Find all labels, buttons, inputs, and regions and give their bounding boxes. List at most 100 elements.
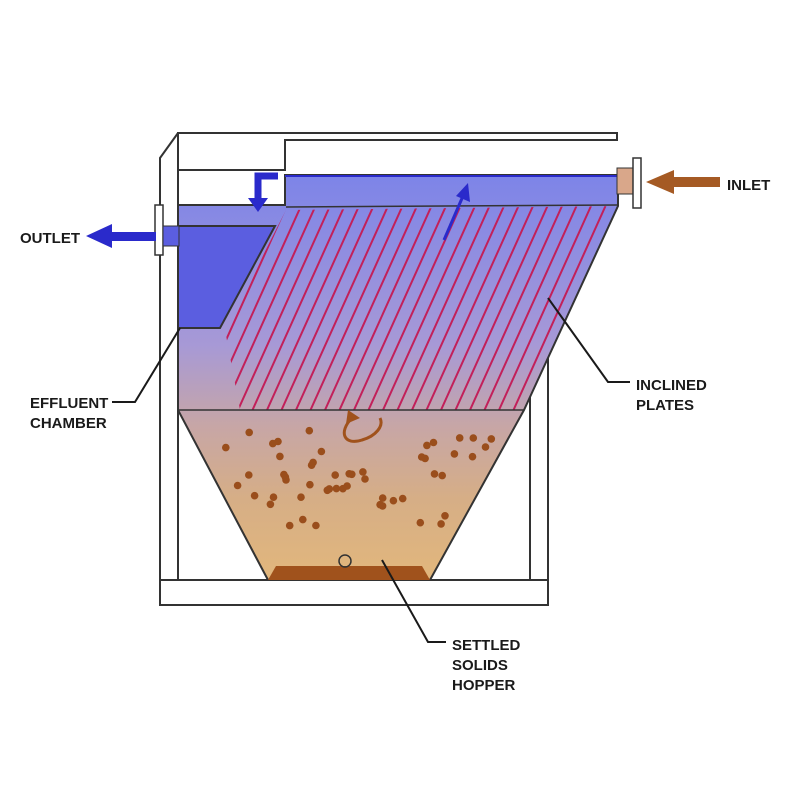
particle xyxy=(441,512,449,520)
inlet-label: INLET xyxy=(727,177,770,194)
particle xyxy=(323,486,332,495)
settling-particles xyxy=(222,426,496,530)
particle xyxy=(222,443,230,452)
inclined-plate xyxy=(425,206,520,410)
inclined-plate xyxy=(295,206,389,410)
inlet-pipe xyxy=(616,167,634,195)
tank-frame xyxy=(159,132,618,606)
effluent-chamber xyxy=(177,225,277,329)
drain-port xyxy=(338,554,352,568)
upflow-arrow-shaft xyxy=(442,195,465,241)
particle xyxy=(306,480,314,489)
plates-label-line2: PLATES xyxy=(636,397,694,414)
inlet-arrow-shaft xyxy=(672,177,720,187)
particle xyxy=(438,471,447,480)
particle xyxy=(332,484,341,493)
inlet-flange xyxy=(632,157,642,209)
inclined-plate xyxy=(353,206,447,410)
inclined-plate xyxy=(225,206,317,410)
inclined-plate xyxy=(483,206,578,410)
upflow-arrowhead xyxy=(456,183,470,202)
particle xyxy=(416,518,425,527)
hopper-label-line1: SETTLED xyxy=(452,637,521,654)
inclined-plate xyxy=(266,206,360,410)
particle xyxy=(455,434,464,442)
inclined-plate xyxy=(396,206,491,410)
inclined-plate xyxy=(225,206,302,410)
particle xyxy=(285,521,294,530)
inclined-plate xyxy=(411,206,505,410)
particle xyxy=(450,450,459,458)
inclined-plate xyxy=(338,206,433,410)
inclined-plate xyxy=(237,206,331,410)
particle xyxy=(417,453,426,461)
particle xyxy=(339,484,347,493)
particle xyxy=(245,428,253,437)
outlet-pipe xyxy=(162,225,180,247)
particle xyxy=(309,458,317,467)
particle xyxy=(398,494,407,503)
particle xyxy=(487,435,496,443)
particle xyxy=(331,471,340,479)
particle xyxy=(389,496,398,505)
particle xyxy=(345,470,354,478)
particle xyxy=(423,441,431,450)
leader-hopper xyxy=(381,559,446,643)
tank-top-housing xyxy=(177,132,618,171)
inclined-plate xyxy=(324,206,418,410)
particle xyxy=(269,439,277,448)
particle xyxy=(245,471,253,479)
base-frame xyxy=(159,579,549,606)
inclined-plate xyxy=(454,206,549,410)
particle xyxy=(266,500,275,509)
swirl-arrow xyxy=(342,416,383,443)
overflow-arrow xyxy=(254,172,278,200)
particle xyxy=(250,491,259,500)
inclined-plate xyxy=(225,206,288,410)
plates-top-edge xyxy=(285,204,619,208)
inclined-plate xyxy=(251,206,346,410)
particle xyxy=(430,470,439,478)
inclined-plate xyxy=(512,206,607,410)
particle xyxy=(276,452,284,461)
outlet-arrow-shaft xyxy=(110,232,156,241)
outlet-label: OUTLET xyxy=(20,230,80,247)
hopper-label-line3: HOPPER xyxy=(452,677,516,694)
particle xyxy=(469,434,478,442)
particle xyxy=(281,473,290,481)
particle xyxy=(297,493,305,502)
inlet-arrowhead xyxy=(646,170,674,194)
inclined-plate xyxy=(498,206,592,410)
particle xyxy=(317,447,326,456)
particle xyxy=(481,443,490,451)
overflow-arrowhead xyxy=(248,198,268,212)
swirl-arrowhead xyxy=(346,410,360,424)
outlet-flange xyxy=(154,204,164,256)
sludge-layer xyxy=(268,566,430,580)
particle xyxy=(437,520,445,528)
effluent-label-line2: CHAMBER xyxy=(30,415,107,432)
particle xyxy=(378,494,387,502)
inclined-plate xyxy=(309,206,404,410)
inclined-plate xyxy=(440,206,534,410)
hopper-label-line2: SOLIDS xyxy=(452,657,508,674)
particle xyxy=(361,475,369,483)
particle xyxy=(312,521,320,530)
outlet-arrowhead xyxy=(86,224,112,248)
particle xyxy=(269,493,278,502)
leader-effluent xyxy=(112,327,181,403)
tank-top-bevel xyxy=(159,132,179,605)
particle xyxy=(376,500,384,509)
effluent-label-line1: EFFLUENT xyxy=(30,395,108,412)
leader-plates xyxy=(547,297,630,383)
particle xyxy=(299,515,307,524)
particle xyxy=(468,452,477,461)
particle xyxy=(359,468,367,476)
particle xyxy=(233,481,242,490)
particle xyxy=(305,426,314,435)
leader-lines xyxy=(112,297,630,643)
inclined-plate xyxy=(469,206,563,410)
plates-label-line1: INCLINED xyxy=(636,377,707,394)
